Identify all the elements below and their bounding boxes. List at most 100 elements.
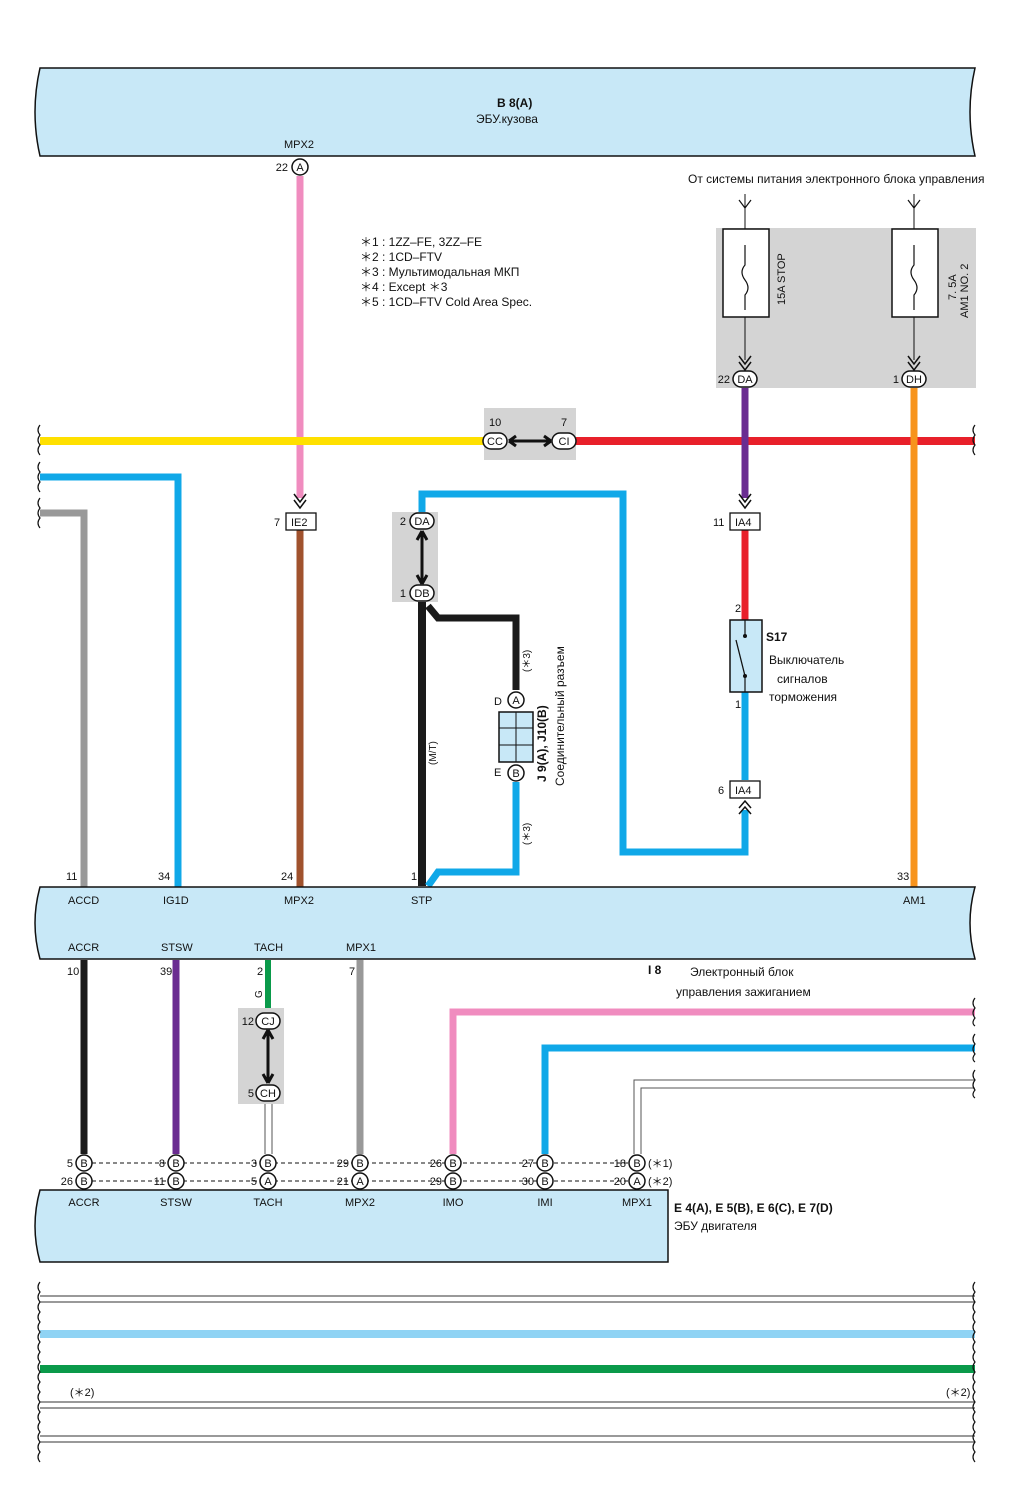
- engine-pin-name: IMO: [443, 1197, 464, 1209]
- switch-pin-top: 2: [735, 603, 741, 615]
- engine-pin-row2: A5: [251, 1172, 277, 1190]
- pin-num: 30: [522, 1176, 534, 1188]
- fuse1-pin: DA 22: [718, 370, 758, 388]
- notes-list: ＊1 : 1ZZ–FE, 3ZZ–FE ＊2 : 1CD–FTV ＊3 : Му…: [360, 235, 532, 309]
- jconn-note-top: (＊3): [522, 650, 533, 672]
- pin-conn: A: [633, 1176, 641, 1188]
- engine-pin-name: TACH: [253, 1197, 282, 1209]
- wire-color-letter: G: [254, 990, 265, 998]
- pin-num: 1: [400, 588, 406, 600]
- break-mark: [37, 1281, 41, 1463]
- break-mark: [972, 1033, 976, 1063]
- engine-pin-row1: B5: [67, 1154, 93, 1172]
- body-ecu-code: B 8(A): [497, 96, 532, 110]
- bidirectional-arrow-icon: [261, 1029, 275, 1084]
- break-marks: [37, 424, 976, 1463]
- junction-connector-j9-j10: D E J 9(A), J10(B) Соединительный разъем…: [428, 646, 567, 845]
- jconn-note-bot: (＊3): [522, 823, 533, 845]
- wire-white-mpx1: [633, 1079, 975, 1154]
- engine-pin-name: MPX1: [622, 1197, 652, 1209]
- pin-conn: CJ: [261, 1016, 274, 1028]
- pin-num: 1: [893, 374, 899, 386]
- pin-conn: CI: [559, 436, 570, 448]
- pin-num: 11: [154, 1176, 165, 1188]
- engine-pin-row2: A21: [337, 1172, 369, 1190]
- switch-line3: торможения: [769, 690, 837, 704]
- switch-icon: [735, 639, 746, 677]
- note-3: ＊3 : Мультимодальная МКП: [360, 265, 519, 279]
- pin-conn: B: [264, 1158, 271, 1170]
- fuse2-label-1: 7. 5A: [947, 274, 959, 300]
- jconn-name: Соединительный разъем: [553, 646, 567, 786]
- pin-num: 22: [718, 374, 730, 386]
- pin-conn: A: [264, 1176, 272, 1188]
- pin-conn: B: [172, 1176, 179, 1188]
- pin-num: 29: [337, 1158, 349, 1170]
- ignition-ecu-box: [34, 886, 976, 960]
- pin-num: 10: [67, 966, 79, 978]
- brake-switch: 2 1 S17 Выключатель сигналов торможения: [729, 603, 844, 711]
- body-ecu-pin-label: MPX2: [284, 139, 314, 151]
- pin-conn: DA: [737, 374, 753, 386]
- jconn-bot-letter: E: [494, 767, 501, 779]
- pin-num: 27: [522, 1158, 534, 1170]
- connector-arrow-icon: [738, 493, 752, 510]
- pin-name-mpx1: MPX1: [346, 942, 376, 954]
- note-2: ＊2 : 1CD–FTV: [360, 250, 442, 264]
- jconn-code: J 9(A), J10(B): [535, 705, 549, 782]
- ia4-bot-num: 6: [718, 785, 724, 797]
- double-arrows: [261, 434, 552, 1084]
- fuse1-label: 15A STOP: [776, 253, 788, 305]
- ia4-top-label: IA4: [735, 517, 752, 529]
- power-source-label: От системы питания электронного блока уп…: [688, 172, 984, 186]
- connector-ch: CH5: [248, 1084, 281, 1102]
- note-1: ＊1 : 1ZZ–FE, 3ZZ–FE: [360, 235, 482, 249]
- switch-line1: Выключатель: [769, 653, 844, 667]
- engine-pin-row1: B8: [159, 1154, 185, 1172]
- pin-num: 34: [158, 871, 170, 883]
- engine-ecu-box: [34, 1189, 669, 1263]
- switch-pin-bot: 1: [735, 699, 741, 711]
- fuse-icon: [741, 245, 749, 310]
- break-mark: [37, 461, 41, 493]
- fuse-7-5a-am1: [891, 228, 939, 318]
- engine-pin-row2: B 11: [154, 1172, 185, 1190]
- pin-name-ig1d: IG1D: [163, 895, 189, 907]
- engine-pin-name: MPX2: [345, 1197, 375, 1209]
- connector-da: DA2: [400, 512, 435, 530]
- pin-name-stp: STP: [411, 895, 432, 907]
- cc-num: 10: [489, 417, 501, 429]
- body-ecu-name: ЭБУ.кузова: [476, 112, 538, 126]
- connector-arrow-icon: [907, 355, 921, 372]
- jconn-mt: (M/T): [428, 741, 439, 765]
- body-ecu-pin: A22: [276, 158, 309, 176]
- break-mark: [37, 497, 41, 529]
- bottom-bus: (＊2) (＊2): [40, 1295, 975, 1443]
- jconn-pin-b: B: [507, 764, 525, 782]
- pin-num: 29: [430, 1176, 442, 1188]
- ign-ecu-line1: Электронный блок: [690, 965, 794, 979]
- engine-pin-row2: B 29: [430, 1172, 462, 1190]
- pin-conn: DH: [906, 374, 922, 386]
- pin-conn: CC: [487, 436, 503, 448]
- pin-num: 5: [248, 1088, 254, 1100]
- bus-note-left: (＊2): [70, 1387, 94, 1399]
- pin-num: 21: [337, 1176, 349, 1188]
- wire-blue-ig1d: [40, 473, 182, 888]
- wire-gray-accd: [40, 509, 88, 888]
- bidirectional-arrow-icon: [415, 530, 429, 585]
- pin-conn: B: [633, 1158, 640, 1170]
- pin-conn: B: [449, 1176, 456, 1188]
- pin-conn: DA: [414, 516, 430, 528]
- engine-pin-row2: A20: [614, 1172, 646, 1190]
